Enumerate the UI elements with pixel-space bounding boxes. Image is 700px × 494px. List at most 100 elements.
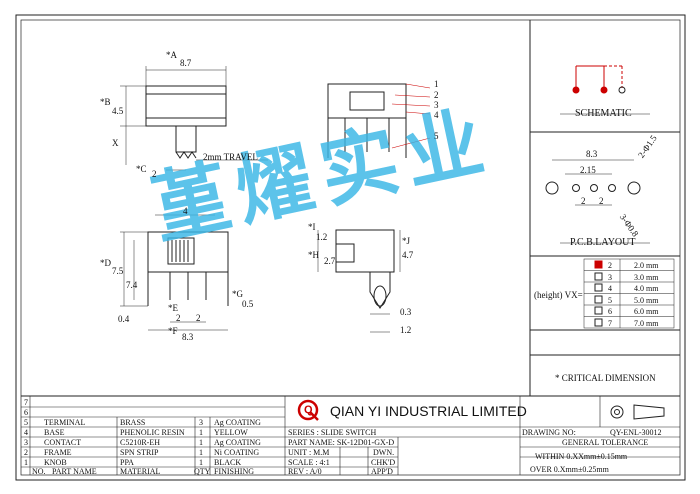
bom-material-4: PHENOLIC RESIN bbox=[120, 428, 185, 437]
drawing-no-label: DRAWING NO: bbox=[522, 428, 576, 437]
scale-label: SCALE : 4:1 bbox=[288, 458, 330, 467]
chkd-label: CHK'D bbox=[371, 458, 396, 467]
bom-finish-5: Ag COATING bbox=[214, 418, 261, 427]
dim-e-value2: 2 bbox=[196, 313, 201, 323]
height-label: (height) VX= bbox=[534, 290, 583, 300]
dim-d-value2: 7.4 bbox=[126, 280, 138, 290]
rev-label: REV : A/0 bbox=[288, 467, 322, 476]
part-name-label: PART NAME: SK-12D01-GX-D bbox=[288, 438, 395, 447]
bom-no-1: 1 bbox=[24, 458, 28, 467]
drawing-no-value: QY-ENL-30012 bbox=[610, 428, 662, 437]
dim-b-label: *B bbox=[100, 97, 111, 107]
height-v-4: 4.0 mm bbox=[634, 284, 659, 293]
dim-g-value: 0.5 bbox=[242, 299, 254, 309]
dim-i-value: 1.2 bbox=[316, 232, 328, 242]
dwn-label: DWN. bbox=[373, 448, 395, 457]
bom-part-1: KNOB bbox=[44, 458, 67, 467]
schematic-label: SCHEMATIC bbox=[575, 108, 632, 119]
bom-finish-4: YELLOW bbox=[214, 428, 248, 437]
height-n-7: 7 bbox=[608, 319, 612, 328]
pcb-gap2: 2 bbox=[599, 196, 604, 206]
unit-label: UNIT : M.M bbox=[288, 448, 330, 457]
bom-no-4: 4 bbox=[24, 428, 28, 437]
callout-3: 3 bbox=[434, 100, 439, 110]
bom-qty-1: 1 bbox=[199, 458, 203, 467]
appd-label: APP'D bbox=[371, 467, 393, 476]
dim-c-label: *C bbox=[136, 164, 147, 174]
height-v-6: 6.0 mm bbox=[634, 307, 659, 316]
dim-d-value1: 7.5 bbox=[112, 266, 124, 276]
bom-qty-3: 1 bbox=[199, 438, 203, 447]
bom-finish-2: Ni COATING bbox=[214, 448, 260, 457]
height-n-5: 5 bbox=[608, 296, 612, 305]
dim-left-value: 0.4 bbox=[118, 314, 130, 324]
height-n-2: 2 bbox=[608, 261, 612, 270]
height-n-3: 3 bbox=[608, 273, 612, 282]
bom-part-4: BASE bbox=[44, 428, 65, 437]
bom-material-2: SPN STRIP bbox=[120, 448, 159, 457]
dim-d-label: *D bbox=[100, 258, 111, 268]
dim-e-value1: 2 bbox=[176, 313, 181, 323]
general-tolerance-label: GENERAL TOLERANCE bbox=[562, 438, 649, 447]
bom-qty-2: 1 bbox=[199, 448, 203, 457]
bom-part-5: TERMINAL bbox=[44, 418, 86, 427]
dim-x-label: X bbox=[112, 138, 119, 148]
travel-label: 2mm TRAVEL bbox=[203, 152, 258, 162]
company-name: QIAN YI INDUSTRIAL LIMITED bbox=[330, 403, 527, 419]
bom-material-1: PPA bbox=[120, 458, 134, 467]
bom-part-2: FRAME bbox=[44, 448, 72, 457]
company-logo: Q bbox=[304, 404, 313, 416]
dim-g-label: *G bbox=[232, 289, 243, 299]
bom-qty-4: 1 bbox=[199, 428, 203, 437]
series-label: SERIES : SLIDE SWITCH bbox=[288, 428, 377, 437]
callout-5: 5 bbox=[434, 131, 439, 141]
dim-a-value: 8.7 bbox=[180, 58, 192, 68]
dim-h-label: *H bbox=[308, 250, 319, 260]
pcb-gap1: 2 bbox=[581, 196, 586, 206]
bom-no-2: 2 bbox=[24, 448, 28, 457]
bom-header-material: MATERIAL bbox=[120, 467, 161, 476]
bom-header-qty: QTY bbox=[194, 467, 211, 476]
bom-finish-3: Ag COATING bbox=[214, 438, 261, 447]
bom-header-part: PART NAME bbox=[52, 467, 97, 476]
tolerance-over: OVER 0.Xmm±0.25mm bbox=[530, 465, 609, 474]
bom-header-no: NO. bbox=[32, 467, 46, 476]
pcb-width: 8.3 bbox=[586, 149, 598, 159]
bom-part-3: CONTACT bbox=[44, 438, 82, 447]
bom-no-7: 7 bbox=[24, 398, 28, 407]
bom-header-finish: FINISHING bbox=[214, 467, 254, 476]
dim-j-label: *J bbox=[402, 236, 411, 246]
dim-j-value: 4.7 bbox=[402, 250, 414, 260]
dim-a-label: *A bbox=[166, 50, 177, 60]
dim-03-value: 0.3 bbox=[400, 307, 412, 317]
callout-1: 1 bbox=[434, 79, 439, 89]
dim-f-label: *F bbox=[168, 326, 178, 336]
bom-no-5: 5 bbox=[24, 418, 28, 427]
dim-c-value: 2 bbox=[152, 169, 157, 179]
pcb-layout-label: P.C.B.LAYOUT bbox=[570, 237, 636, 248]
bom-no-6: 6 bbox=[24, 408, 28, 417]
height-v-3: 3.0 mm bbox=[634, 273, 659, 282]
dim-e-label: *E bbox=[168, 303, 178, 313]
dim-b-value: 4.5 bbox=[112, 106, 124, 116]
dim-i-label: *I bbox=[308, 222, 316, 232]
bom-material-3: C5210R-EH bbox=[120, 438, 160, 447]
height-v-5: 5.0 mm bbox=[634, 296, 659, 305]
dim-h-value: 2.7 bbox=[324, 256, 336, 266]
height-n-4: 4 bbox=[608, 284, 612, 293]
bom-finish-1: BLACK bbox=[214, 458, 242, 467]
height-v-7: 7.0 mm bbox=[634, 319, 659, 328]
bom-material-5: BRASS bbox=[120, 418, 146, 427]
tolerance-within: WITHIN 0.XXmm±0.15mm bbox=[535, 452, 628, 461]
height-v-2: 2.0 mm bbox=[634, 261, 659, 270]
height-n-6: 6 bbox=[608, 307, 612, 316]
bom-no-3: 3 bbox=[24, 438, 28, 447]
dim-top-value: 4 bbox=[183, 206, 188, 216]
critical-note: * CRITICAL DIMENSION bbox=[555, 373, 656, 383]
pcb-pitch: 2.15 bbox=[580, 165, 596, 175]
callout-2: 2 bbox=[434, 90, 439, 100]
dim-12-value: 1.2 bbox=[400, 325, 412, 335]
bom-qty-5: 3 bbox=[199, 418, 203, 427]
dim-f-value: 8.3 bbox=[182, 332, 194, 342]
